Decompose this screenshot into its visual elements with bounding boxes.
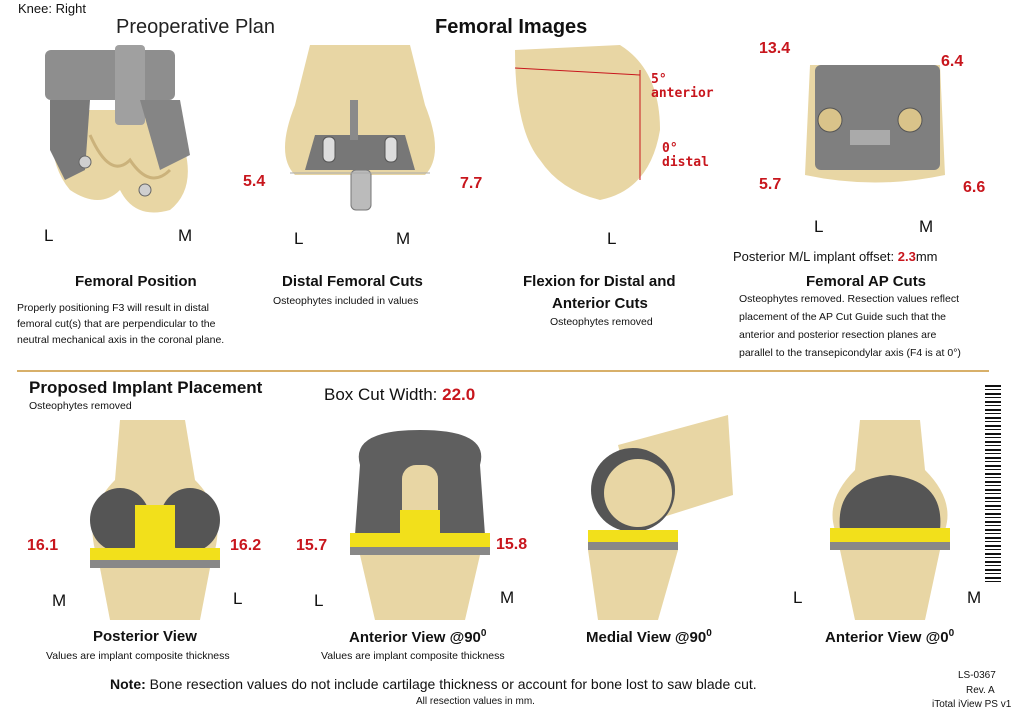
ap-desc-4: parallel to the transepicondylar axis (F…: [739, 347, 961, 359]
footer-rev: Rev. A: [966, 685, 995, 696]
box-cut-value: 22.0: [442, 385, 476, 404]
flexion-image: [510, 40, 710, 215]
preop-plan-title: Preoperative Plan: [116, 16, 275, 38]
anterior0-title-text: Anterior View @0: [825, 629, 949, 646]
anterior90-view-image: [340, 425, 500, 620]
flexion-anterior-label: anterior: [651, 86, 714, 101]
anterior0-view-image: [815, 420, 965, 620]
implant-placement-title: Proposed Implant Placement: [29, 378, 263, 397]
posterior-left-value: 16.1: [27, 537, 59, 554]
anterior0-title: Anterior View @00: [825, 628, 954, 646]
ap-offset-value: 2.3: [897, 249, 916, 264]
footer-app: iTotal iView PS v1: [932, 699, 1011, 710]
flexion-label-l: L: [607, 229, 617, 248]
anterior0-label-right: M: [967, 588, 982, 607]
anterior90-title-sup: 0: [480, 628, 487, 639]
posterior-title: Posterior View: [93, 628, 197, 645]
barcode: [985, 385, 1001, 585]
posterior-sub: Values are implant composite thickness: [46, 650, 230, 662]
anterior90-right-value: 15.8: [496, 536, 528, 553]
anterior90-label-left: L: [314, 591, 324, 610]
footer-doc-id: LS-0367: [958, 670, 996, 681]
box-cut-label: Box Cut Width:: [324, 385, 438, 404]
position-desc-3: neutral mechanical axis in the coronal p…: [17, 334, 225, 346]
flexion-distal-deg: 0°: [662, 141, 678, 156]
distal-left-value: 5.4: [243, 173, 266, 190]
ap-bottom-right-value: 6.6: [963, 179, 986, 196]
medial90-view-image: [578, 405, 738, 620]
flexion-distal-label: distal: [662, 155, 709, 170]
distal-label-m: M: [396, 229, 411, 248]
anterior0-title-sup: 0: [948, 628, 955, 639]
flexion-anterior-deg: 5°: [651, 72, 667, 87]
ap-label-l: L: [814, 217, 824, 236]
ap-desc-1: Osteophytes removed. Resection values re…: [739, 293, 960, 305]
position-title: Femoral Position: [75, 273, 197, 290]
femoral-images-title: Femoral Images: [435, 16, 588, 38]
ap-title: Femoral AP Cuts: [806, 273, 927, 290]
anterior90-label-right: M: [500, 588, 515, 607]
position-desc-1: Properly positioning F3 will result in d…: [17, 302, 209, 314]
flexion-title-2: Anterior Cuts: [552, 295, 648, 312]
anterior90-left-value: 15.7: [296, 537, 328, 554]
femoral-ap-image: [795, 45, 955, 195]
flexion-title-1: Flexion for Distal and: [523, 273, 676, 290]
anterior90-title: Anterior View @900: [349, 628, 486, 646]
footer-note-bold: Note:: [110, 676, 146, 692]
footer-all-values: All resection values in mm.: [416, 696, 535, 707]
distal-label-l: L: [294, 229, 304, 248]
ap-offset-line: Posterior M/L implant offset: 2.3mm: [733, 249, 938, 264]
anterior0-label-left: L: [793, 588, 803, 607]
ap-top-left-value: 13.4: [759, 40, 791, 57]
implant-placement-sub: Osteophytes removed: [29, 400, 132, 412]
distal-right-value: 7.7: [460, 175, 483, 192]
ap-bottom-left-value: 5.7: [759, 176, 782, 193]
ap-offset-unit: mm: [915, 249, 938, 264]
ap-offset-label: Posterior M/L implant offset:: [733, 249, 895, 264]
distal-title: Distal Femoral Cuts: [282, 273, 423, 290]
footer-note-text: Bone resection values do not include car…: [149, 676, 757, 692]
medial90-title-text: Medial View @90: [586, 629, 707, 646]
footer-note: Note: Bone resection values do not inclu…: [110, 676, 757, 692]
position-desc-2: femoral cut(s) that are perpendicular to…: [17, 318, 216, 330]
ap-desc-3: anterior and posterior resection planes …: [739, 329, 937, 341]
medial90-title-sup: 0: [706, 628, 712, 639]
medial90-title: Medial View @900: [586, 628, 712, 646]
section-divider: [17, 370, 989, 372]
anterior90-title-text: Anterior View @90: [349, 629, 481, 646]
distal-cuts-image: [275, 45, 445, 220]
box-cut-line: Box Cut Width: 22.0: [324, 385, 475, 405]
position-label-m: M: [178, 226, 193, 245]
posterior-right-value: 16.2: [230, 537, 262, 554]
posterior-view-image: [75, 420, 235, 620]
ap-top-right-value: 6.4: [941, 53, 964, 70]
knee-side-label: Knee: Right: [18, 1, 86, 16]
femoral-position-image: [30, 40, 200, 220]
posterior-label-left: M: [52, 591, 67, 610]
anterior90-sub: Values are implant composite thickness: [321, 650, 505, 662]
position-label-l: L: [44, 226, 54, 245]
flexion-sub: Osteophytes removed: [550, 316, 653, 328]
ap-label-m: M: [919, 217, 934, 236]
posterior-label-right: L: [233, 589, 243, 608]
distal-sub: Osteophytes included in values: [273, 295, 419, 307]
ap-desc-2: placement of the AP Cut Guide such that …: [739, 311, 947, 323]
